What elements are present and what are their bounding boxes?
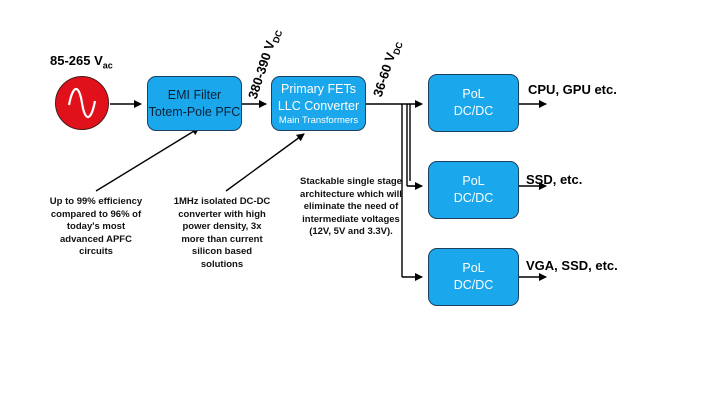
fets-box-line2: LLC Converter — [277, 98, 360, 113]
emi-box-line2: Totem-Pole PFC — [148, 104, 241, 119]
pol3-line2: DC/DC — [453, 278, 494, 292]
pointer-note2 — [225, 133, 305, 192]
emi-box-line1: EMI Filter — [167, 87, 222, 102]
input-voltage-label: 85-265 Vac — [50, 53, 113, 71]
note-architecture: Stackable single stage architecture whic… — [300, 176, 402, 237]
fets-box-line1: Primary FETs — [281, 81, 356, 96]
output-label-1: CPU, GPU etc. — [528, 82, 617, 97]
primary-fets-box: Primary FETs LLC Converter Main Transfor… — [271, 76, 366, 131]
pol1-line2: DC/DC — [453, 104, 494, 118]
pol-box-3: PoL DC/DC — [428, 248, 519, 306]
pol2-line1: PoL — [462, 174, 485, 188]
pol-box-2: PoL DC/DC — [428, 161, 519, 219]
fets-box-line3: Main Transformers — [278, 114, 359, 126]
pointer-note1 — [95, 127, 200, 192]
output-label-3: VGA, SSD, etc. — [526, 258, 618, 273]
pol2-line2: DC/DC — [453, 191, 494, 205]
output-label-2: SSD, etc. — [526, 172, 583, 187]
emi-filter-box: EMI Filter Totem-Pole PFC — [147, 76, 242, 131]
pol3-line1: PoL — [462, 261, 485, 275]
note-efficiency: Up to 99% efficiency compared to 96% of … — [49, 196, 143, 257]
note-dcdc: 1MHz isolated DC-DC converter with high … — [173, 196, 271, 270]
pol1-line1: PoL — [462, 87, 485, 101]
pol-box-1: PoL DC/DC — [428, 74, 519, 132]
ac-source-icon — [55, 76, 109, 130]
